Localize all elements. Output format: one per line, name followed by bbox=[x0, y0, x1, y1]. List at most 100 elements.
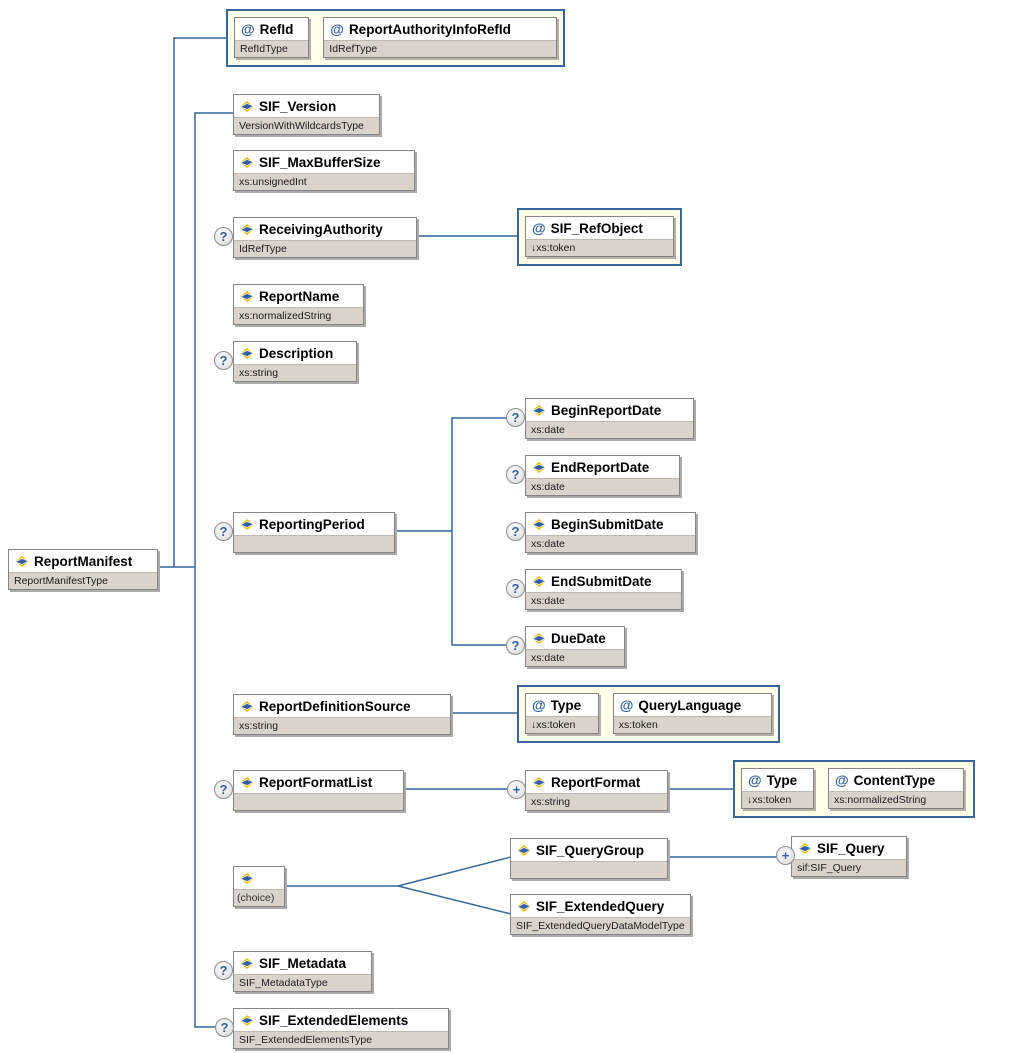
element-type: xs:string bbox=[526, 793, 667, 810]
element-report-definition-source[interactable]: ReportDefinitionSource xs:string bbox=[233, 694, 451, 735]
element-type: VersionWithWildcardsType bbox=[234, 117, 379, 134]
element-label: ReportingPeriod bbox=[259, 516, 365, 532]
optional-badge: ? bbox=[214, 522, 233, 541]
repeat-badge: + bbox=[507, 780, 526, 799]
element-type: xs:date bbox=[526, 592, 681, 609]
optional-badge: ? bbox=[214, 227, 233, 246]
attribute-label: ContentType bbox=[853, 772, 936, 788]
attribute-content-type[interactable]: @ ContentType xs:normalizedString bbox=[828, 768, 964, 809]
element-icon bbox=[532, 461, 546, 473]
choice-compositor[interactable]: (choice) bbox=[233, 866, 285, 907]
element-icon bbox=[240, 156, 254, 168]
element-begin-report-date[interactable]: BeginReportDate xs:date bbox=[525, 398, 694, 439]
attribute-refid[interactable]: @ RefId RefIdType bbox=[234, 17, 310, 58]
element-end-report-date[interactable]: EndReportDate xs:date bbox=[525, 455, 680, 496]
element-sif-query[interactable]: SIF_Query sif:SIF_Query bbox=[791, 836, 907, 877]
element-sif-extended-query[interactable]: SIF_ExtendedQuery SIF_ExtendedQueryDataM… bbox=[510, 894, 691, 935]
element-type: ReportManifestType bbox=[9, 572, 157, 589]
optional-badge: ? bbox=[506, 465, 525, 484]
optional-badge: ? bbox=[215, 1018, 234, 1037]
element-icon bbox=[240, 957, 254, 969]
attribute-type: xs:token bbox=[613, 716, 771, 733]
element-icon bbox=[240, 518, 254, 530]
element-sif-max-buffer-size[interactable]: SIF_MaxBufferSize xs:unsignedInt bbox=[233, 150, 415, 191]
attribute-group-report-format: @ Type ↓xs:token @ ContentType xs:normal… bbox=[733, 760, 975, 818]
element-report-manifest[interactable]: ReportManifest ReportManifestType bbox=[8, 549, 158, 590]
attribute-icon: @ bbox=[835, 772, 849, 788]
attribute-label: Type bbox=[550, 697, 582, 713]
element-type bbox=[234, 535, 394, 552]
attribute-type: IdRefType bbox=[324, 40, 556, 57]
element-icon bbox=[532, 518, 546, 530]
element-icon bbox=[532, 404, 546, 416]
element-icon bbox=[532, 776, 546, 788]
attribute-group-report-manifest: @ RefId RefIdType @ ReportAuthorityInfoR… bbox=[226, 9, 565, 67]
attribute-label: SIF_RefObject bbox=[550, 220, 643, 236]
element-icon bbox=[240, 100, 254, 112]
attribute-group-receiving-authority: @ SIF_RefObject ↓xs:token bbox=[517, 208, 682, 266]
element-type: xs:date bbox=[526, 649, 624, 666]
attribute-query-language[interactable]: @ QueryLanguage xs:token bbox=[612, 693, 772, 734]
element-report-name[interactable]: ReportName xs:normalizedString bbox=[233, 284, 364, 325]
element-icon bbox=[240, 290, 254, 302]
element-type: SIF_ExtendedElementsType bbox=[234, 1031, 448, 1048]
optional-badge: ? bbox=[506, 579, 525, 598]
element-type: xs:string bbox=[234, 717, 450, 734]
attribute-icon: @ bbox=[748, 772, 762, 788]
element-type: xs:date bbox=[526, 421, 693, 438]
element-report-format-list[interactable]: ReportFormatList bbox=[233, 770, 404, 811]
element-icon bbox=[532, 575, 546, 587]
element-label: ReportFormat bbox=[551, 774, 641, 790]
attribute-sif-ref-object[interactable]: @ SIF_RefObject ↓xs:token bbox=[525, 216, 674, 257]
element-sif-version[interactable]: SIF_Version VersionWithWildcardsType bbox=[233, 94, 380, 135]
element-sif-extended-elements[interactable]: SIF_ExtendedElements SIF_ExtendedElement… bbox=[233, 1008, 449, 1049]
element-sif-query-group[interactable]: SIF_QueryGroup bbox=[510, 838, 668, 879]
element-end-submit-date[interactable]: EndSubmitDate xs:date bbox=[525, 569, 682, 610]
optional-badge: ? bbox=[506, 636, 525, 655]
attribute-type[interactable]: @ Type ↓xs:token bbox=[525, 693, 599, 734]
element-receiving-authority[interactable]: ReceivingAuthority IdRefType bbox=[233, 217, 417, 258]
element-icon bbox=[240, 776, 254, 788]
element-icon bbox=[240, 347, 254, 359]
element-type bbox=[234, 793, 403, 810]
element-reporting-period[interactable]: ReportingPeriod bbox=[233, 512, 395, 553]
element-type: sif:SIF_Query bbox=[792, 859, 906, 876]
element-label: EndReportDate bbox=[551, 459, 650, 475]
attribute-label: RefId bbox=[259, 21, 294, 37]
element-type: xs:date bbox=[526, 478, 679, 495]
attribute-icon: @ bbox=[532, 697, 546, 713]
attribute-icon: @ bbox=[241, 21, 255, 37]
attribute-report-authority-info-refid[interactable]: @ ReportAuthorityInfoRefId IdRefType bbox=[323, 17, 557, 58]
element-label: SIF_ExtendedElements bbox=[259, 1012, 409, 1028]
element-label: SIF_MaxBufferSize bbox=[259, 154, 381, 170]
attribute-icon: @ bbox=[532, 220, 546, 236]
element-description[interactable]: Description xs:string bbox=[233, 341, 357, 382]
optional-badge: ? bbox=[506, 522, 525, 541]
element-begin-submit-date[interactable]: BeginSubmitDate xs:date bbox=[525, 512, 696, 553]
element-report-format[interactable]: ReportFormat xs:string bbox=[525, 770, 668, 811]
element-label: SIF_Version bbox=[259, 98, 337, 114]
element-sif-metadata[interactable]: SIF_Metadata SIF_MetadataType bbox=[233, 951, 372, 992]
element-type bbox=[511, 861, 667, 878]
optional-badge: ? bbox=[506, 408, 525, 427]
optional-badge: ? bbox=[214, 780, 233, 799]
attribute-icon: @ bbox=[330, 21, 344, 37]
attribute-icon: @ bbox=[619, 697, 634, 713]
element-label: ReportDefinitionSource bbox=[259, 698, 411, 714]
element-type: SIF_MetadataType bbox=[234, 974, 371, 991]
element-label: EndSubmitDate bbox=[551, 573, 652, 589]
attribute-group-report-definition-source: @ Type ↓xs:token @ QueryLanguage xs:toke… bbox=[517, 685, 780, 743]
element-type: xs:string bbox=[234, 364, 356, 381]
element-label: SIF_Query bbox=[817, 840, 885, 856]
element-type: SIF_ExtendedQueryDataModelType bbox=[511, 917, 690, 934]
element-label: ReportManifest bbox=[34, 553, 133, 569]
element-icon bbox=[532, 632, 546, 644]
element-due-date[interactable]: DueDate xs:date bbox=[525, 626, 625, 667]
element-icon bbox=[240, 872, 254, 884]
element-label: DueDate bbox=[551, 630, 606, 646]
element-icon bbox=[798, 842, 812, 854]
attribute-type[interactable]: @ Type ↓xs:token bbox=[741, 768, 814, 809]
element-icon bbox=[517, 844, 531, 856]
element-label: BeginReportDate bbox=[551, 402, 662, 418]
